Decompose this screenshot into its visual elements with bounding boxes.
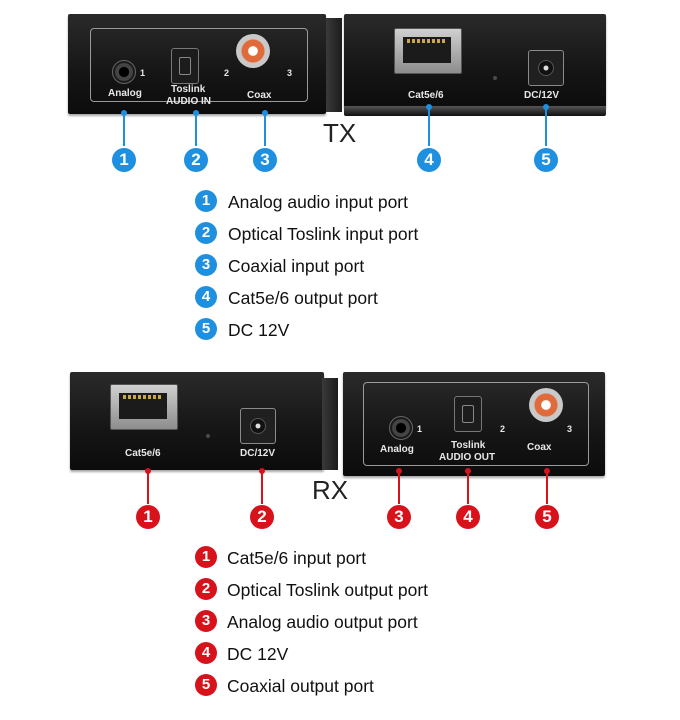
tx-callout-line-1 — [123, 112, 125, 146]
rx-analog-jack-icon — [389, 416, 413, 440]
rx-port-num-3: 3 — [567, 424, 573, 434]
rx-port-num-1: 1 — [417, 424, 423, 434]
rx-network-device-side — [322, 378, 338, 470]
rx-legend-text-1: Cat5e/6 input port — [227, 548, 367, 568]
tx-legend-badge-2: 2 — [195, 222, 217, 244]
tx-dc-label: DC/12V — [524, 90, 560, 101]
tx-callout-line-5 — [545, 106, 547, 146]
rx-legend-badge-4: 4 — [195, 642, 217, 664]
rx-callout-line-4 — [467, 470, 469, 504]
rx-toslink-label: Toslink — [451, 440, 486, 451]
rx-audio-out-label: AUDIO OUT — [439, 452, 496, 463]
tx-legend-badge-1: 1 — [195, 190, 217, 212]
rx-legend-badge-3: 3 — [195, 610, 217, 632]
tx-toslink-label: Toslink — [171, 84, 206, 95]
tx-legend-text-4: Cat5e/6 output port — [228, 288, 378, 308]
rx-legend-text-4: DC 12V — [227, 644, 289, 664]
rx-toslink-jack-icon — [454, 396, 482, 432]
tx-network-device-base — [344, 106, 606, 116]
tx-audio-device-side — [326, 18, 342, 112]
rx-badge-1: 1 — [136, 505, 160, 529]
tx-analog-label: Analog — [108, 88, 142, 99]
tx-toslink-jack-icon — [171, 48, 199, 84]
rx-legend-text-5: Coaxial output port — [227, 676, 374, 696]
tx-callout-line-2 — [195, 112, 197, 146]
tx-analog-jack-icon — [112, 60, 136, 84]
rx-legend-text-2: Optical Toslink output port — [227, 580, 429, 600]
tx-coax-jack-icon — [236, 34, 270, 68]
tx-legend-badge-5: 5 — [195, 318, 217, 340]
rx-network-device — [70, 372, 324, 470]
rx-legend-badge-5: 5 — [195, 674, 217, 696]
rx-badge-3: 3 — [387, 505, 411, 529]
rx-badge-5: 5 — [535, 505, 559, 529]
tx-badge-5: 5 — [534, 148, 558, 172]
tx-audio-panel — [90, 28, 308, 102]
rx-audio-panel — [363, 382, 589, 466]
tx-badge-2: 2 — [184, 148, 208, 172]
rx-port-num-2: 2 — [500, 424, 506, 434]
rx-analog-label: Analog — [380, 444, 414, 455]
tx-port-num-3: 3 — [287, 68, 293, 78]
rx-coax-label: Coax — [527, 442, 552, 453]
rx-callout-line-5 — [546, 470, 548, 504]
tx-legend-text-1: Analog audio input port — [228, 192, 408, 212]
tx-port-num-2: 2 — [224, 68, 230, 78]
tx-badge-3: 3 — [253, 148, 277, 172]
tx-badge-1: 1 — [112, 148, 136, 172]
rx-dc-jack-icon — [240, 408, 276, 444]
tx-audio-device: 1 Analog 2 Toslink AUDIO IN 3 Coax — [68, 14, 326, 114]
tx-network-device — [344, 14, 606, 108]
tx-callout-line-4 — [428, 106, 430, 146]
tx-cat-label: Cat5e/6 — [408, 90, 444, 101]
tx-rj45-port-icon — [394, 28, 462, 74]
tx-legend-text-5: DC 12V — [228, 320, 290, 340]
tx-port-num-1: 1 — [140, 68, 146, 78]
tx-title: TX — [323, 118, 357, 148]
rx-legend-text-3: Analog audio output port — [227, 612, 418, 632]
tx-audio-in-label: AUDIO IN — [166, 96, 211, 107]
tx-callout-line-3 — [264, 112, 266, 146]
tx-legend-badge-3: 3 — [195, 254, 217, 276]
rx-badge-4: 4 — [456, 505, 480, 529]
tx-legend-text-2: Optical Toslink input port — [228, 224, 419, 244]
tx-led-indicator — [493, 76, 497, 80]
rx-cat-label: Cat5e/6 — [125, 448, 161, 459]
rx-callout-line-3 — [398, 470, 400, 504]
tx-coax-label: Coax — [247, 90, 272, 101]
tx-legend-text-3: Coaxial input port — [228, 256, 365, 276]
tx-legend-badge-4: 4 — [195, 286, 217, 308]
rx-rj45-port-icon — [110, 384, 178, 430]
tx-dc-jack-icon — [528, 50, 564, 86]
rx-callout-line-2 — [261, 470, 263, 504]
rx-led-indicator — [206, 434, 210, 438]
rx-callout-line-1 — [147, 470, 149, 504]
tx-badge-4: 4 — [417, 148, 441, 172]
rx-coax-jack-icon — [529, 388, 563, 422]
rx-badge-2: 2 — [250, 505, 274, 529]
rx-audio-device: 1 Analog 2 Toslink AUDIO OUT 3 Coax — [343, 372, 605, 476]
rx-title: RX — [312, 475, 349, 505]
rx-dc-label: DC/12V — [240, 448, 276, 459]
rx-legend-badge-1: 1 — [195, 546, 217, 568]
rx-legend-badge-2: 2 — [195, 578, 217, 600]
